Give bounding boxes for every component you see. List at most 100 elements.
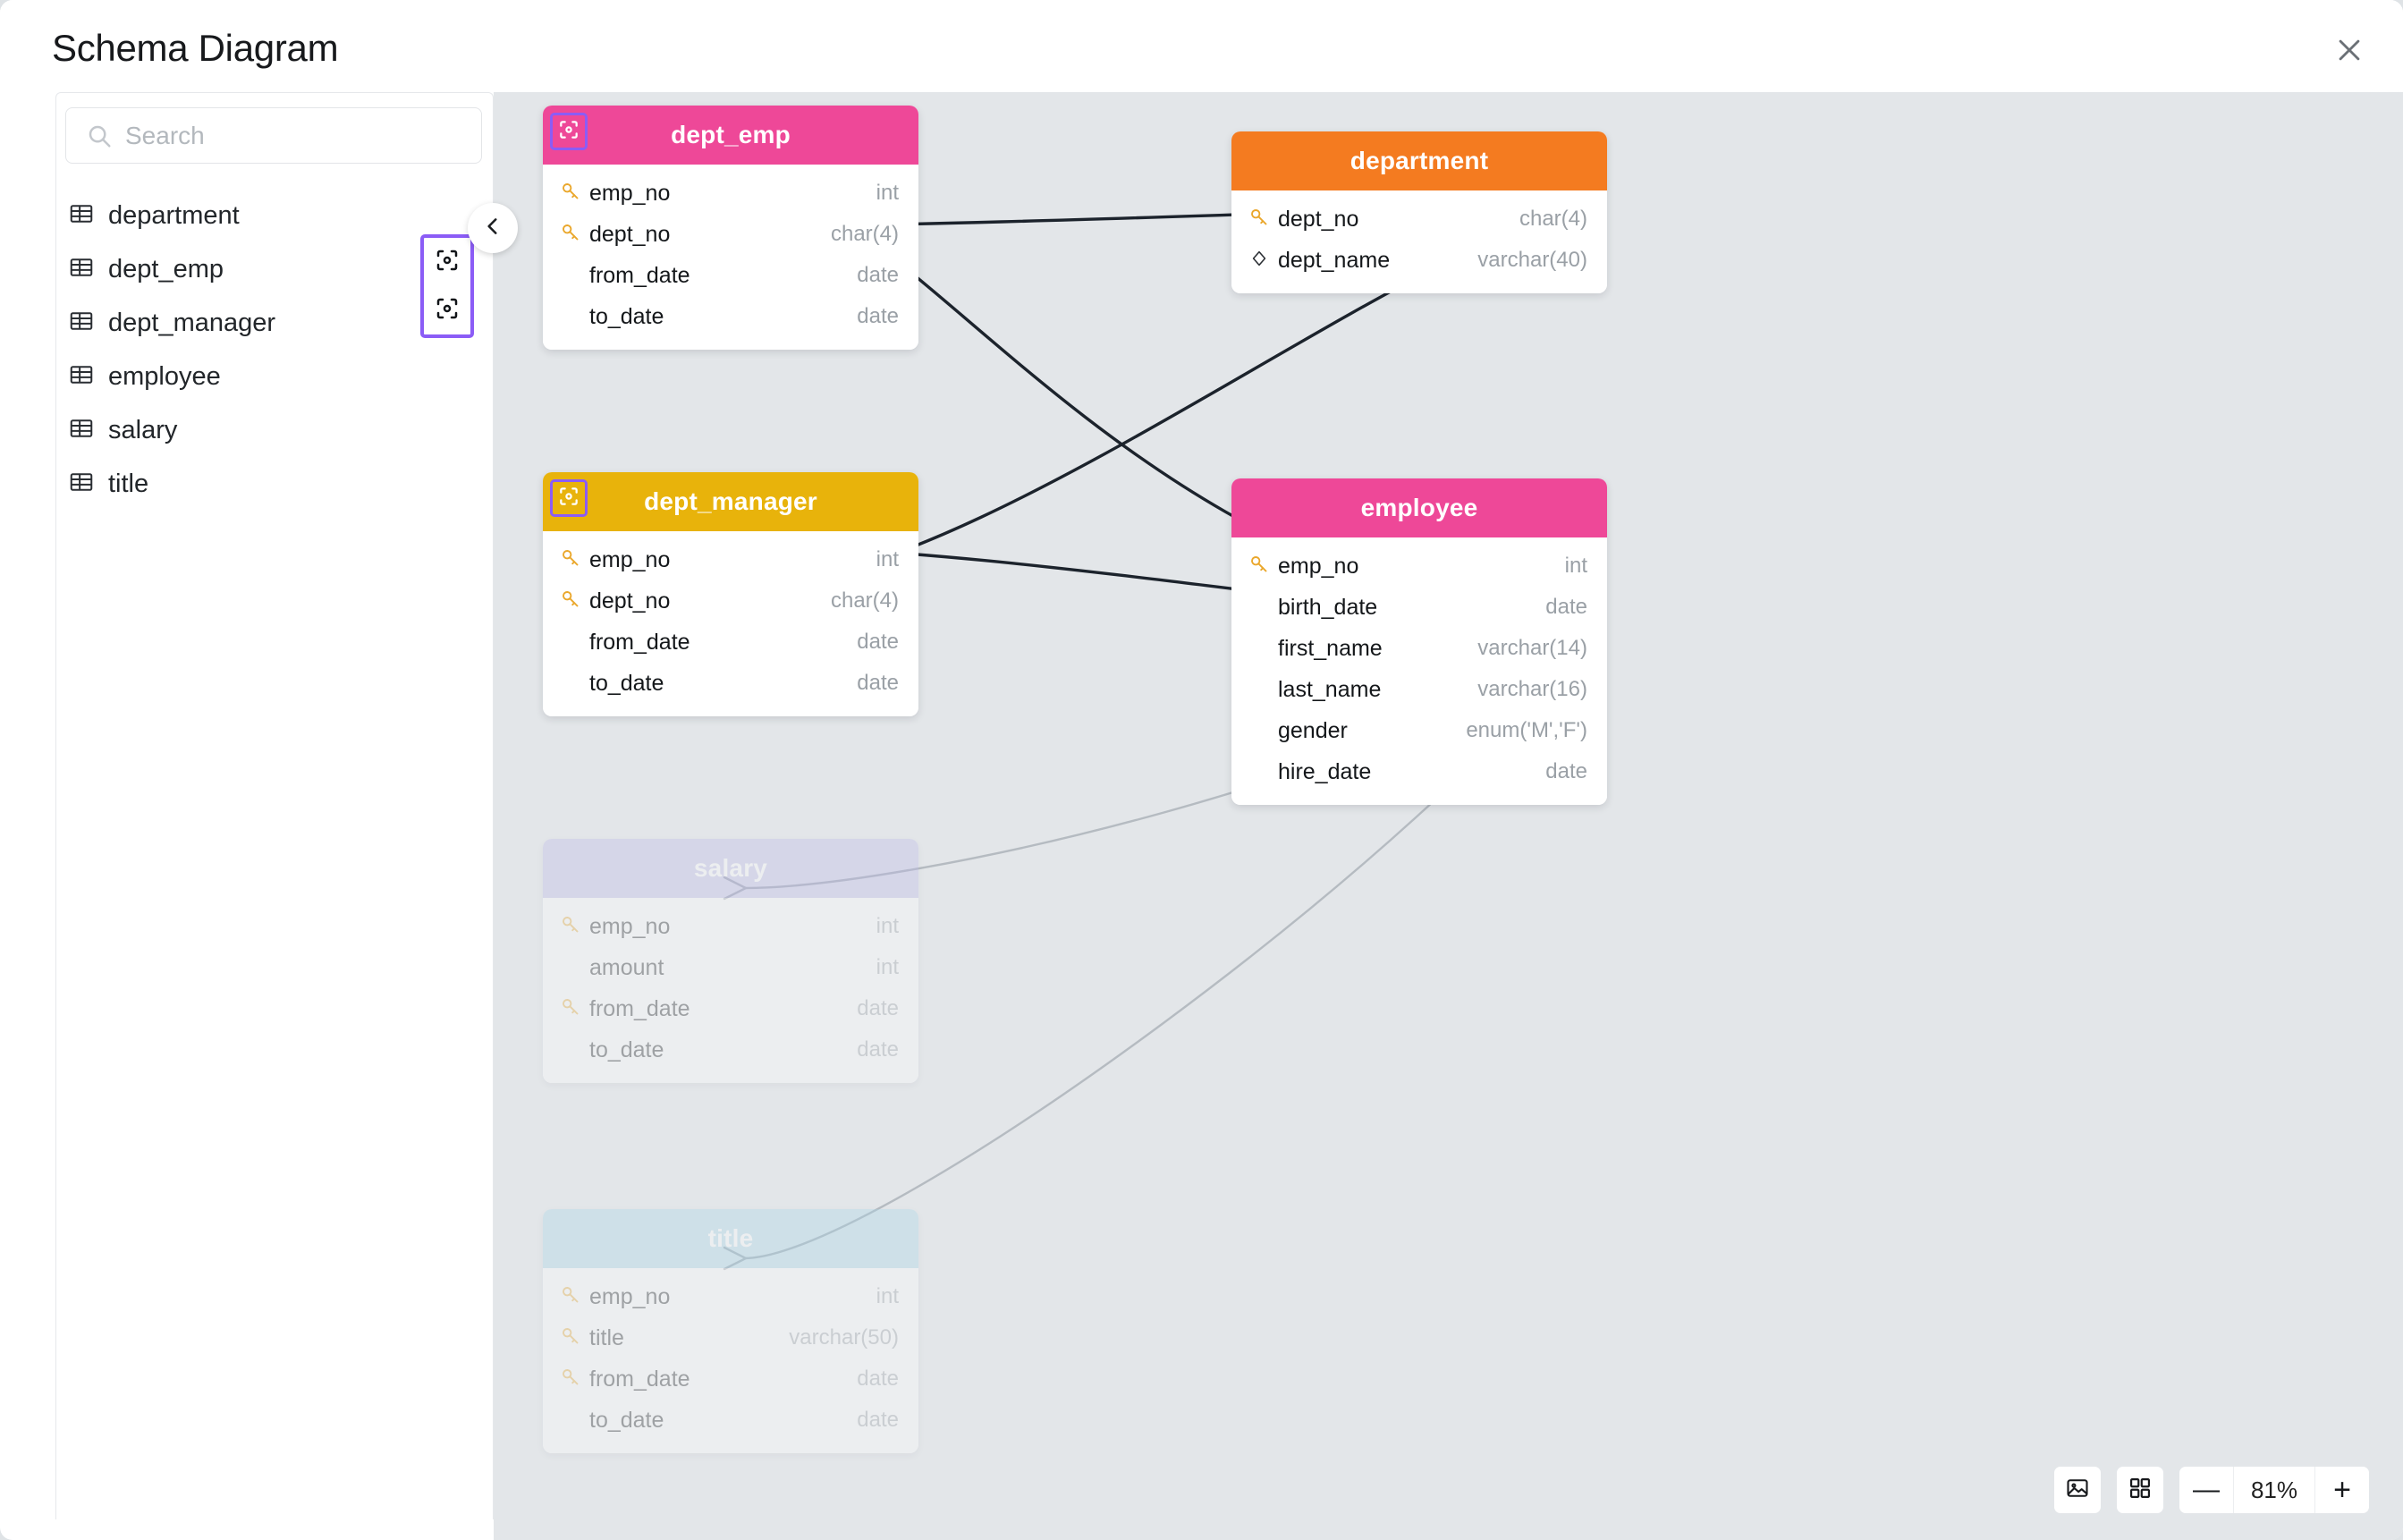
search-box[interactable] [65, 107, 482, 164]
field-name: emp_no [589, 1283, 671, 1309]
table-icon [68, 254, 95, 285]
focus-target-icon [434, 247, 461, 278]
field-type: date [857, 1037, 899, 1062]
sidebar-table-label: employee [108, 361, 221, 391]
table-node-dept_manager[interactable]: dept_manager emp_no int dept_no char(4) from_… [543, 472, 918, 716]
field-row[interactable]: dept_name varchar(40) [1231, 240, 1607, 281]
field-type: char(4) [1519, 207, 1587, 231]
field-name: from_date [589, 995, 690, 1021]
table-node-title: title [707, 1224, 754, 1252]
table-node-header[interactable]: title [543, 1209, 918, 1268]
field-type: date [857, 630, 899, 654]
zoom-controls: — 81% + [2179, 1467, 2369, 1513]
zoom-in-button[interactable]: + [2333, 1472, 2351, 1507]
table-node-header[interactable]: department [1231, 131, 1607, 190]
layout-grid-button[interactable] [2117, 1467, 2163, 1513]
node-focus-button[interactable] [550, 479, 588, 517]
table-node-header[interactable]: dept_emp [543, 106, 918, 165]
search-icon [86, 123, 113, 149]
table-node-header[interactable]: employee [1231, 478, 1607, 537]
field-name: to_date [589, 303, 664, 329]
table-node-header[interactable]: salary [543, 839, 918, 898]
grid-icon [2128, 1476, 2153, 1505]
sidebar-table-item-salary[interactable]: salary [56, 403, 493, 457]
sidebar-table-item-title[interactable]: title [56, 457, 493, 511]
field-name: birth_date [1278, 594, 1378, 620]
field-type: date [857, 263, 899, 287]
sidebar-table-item-dept_emp[interactable]: dept_emp [56, 242, 493, 296]
sidebar-table-item-dept_manager[interactable]: dept_manager [56, 296, 493, 350]
field-type: int [1564, 554, 1587, 578]
field-row[interactable]: birth_date date [1231, 587, 1607, 628]
field-type: date [1545, 595, 1587, 619]
field-name: last_name [1278, 676, 1382, 702]
focus-target-icon [557, 485, 580, 512]
zoom-out-button[interactable]: — [2193, 1475, 2220, 1504]
sidebar-collapse-button[interactable] [468, 203, 518, 253]
field-type: char(4) [830, 588, 899, 613]
field-type: enum('M','F') [1466, 718, 1587, 742]
zoom-level-label: 81% [2233, 1467, 2315, 1513]
node-focus-button[interactable] [550, 113, 588, 150]
field-name: gender [1278, 717, 1348, 743]
table-node-header[interactable]: dept_manager [543, 472, 918, 531]
table-icon [68, 361, 95, 393]
field-row[interactable]: dept_no char(4) [543, 580, 918, 622]
sidebar-table-label: dept_emp [108, 254, 224, 283]
field-name: dept_no [589, 588, 671, 613]
field-name: hire_date [1278, 758, 1372, 784]
field-row[interactable]: emp_no int [543, 539, 918, 580]
close-button[interactable] [2323, 23, 2376, 77]
primary-key-icon [560, 996, 581, 1022]
focus-table-button-1[interactable] [427, 242, 467, 282]
field-name: dept_name [1278, 247, 1391, 273]
field-row[interactable]: from_date date [543, 622, 918, 663]
field-name: emp_no [589, 546, 671, 572]
field-name: from_date [589, 629, 690, 655]
unique-key-icon [1249, 249, 1269, 273]
search-input[interactable] [125, 121, 467, 150]
field-type: varchar(40) [1477, 248, 1587, 272]
field-type: int [876, 914, 899, 938]
focus-table-button-2[interactable] [427, 291, 467, 330]
export-image-button[interactable] [2054, 1467, 2101, 1513]
field-type: int [876, 547, 899, 571]
field-name: emp_no [589, 180, 671, 206]
field-row[interactable]: gender enum('M','F') [1231, 710, 1607, 751]
field-name: from_date [589, 1366, 690, 1392]
primary-key-icon [560, 222, 581, 248]
sidebar-table-item-department[interactable]: department [56, 189, 493, 242]
field-type: varchar(14) [1477, 636, 1587, 660]
sidebar-table-label: department [108, 200, 240, 230]
sidebar-table-item-employee[interactable]: employee [56, 350, 493, 403]
dialog-header: Schema Diagram [0, 0, 2403, 92]
